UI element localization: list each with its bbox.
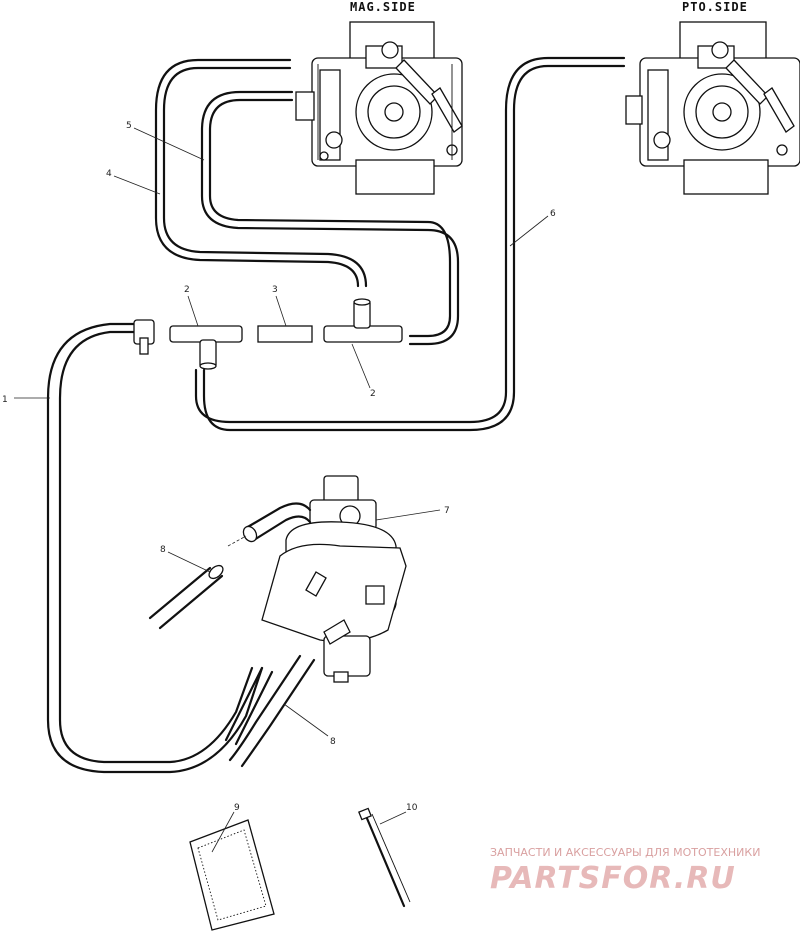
cable-tie: [358, 807, 411, 908]
callout-10: 10: [406, 803, 418, 813]
hose-8-lower: [224, 666, 264, 742]
tee-fitting-right: [323, 298, 403, 343]
callout-1: 1: [2, 395, 8, 405]
callout-7: 7: [444, 506, 450, 516]
callout-2-left: 2: [184, 285, 190, 295]
callout-3: 3: [272, 285, 278, 295]
hose-8-upper: [148, 566, 212, 620]
callout-8-upper: 8: [160, 545, 166, 555]
carburetor-pto-side: [625, 21, 800, 195]
hose-1: [46, 322, 264, 774]
callout-9: 9: [234, 803, 240, 813]
fuel-pump: [227, 475, 407, 683]
filter-pad: [189, 819, 275, 931]
hose-4: [154, 58, 360, 288]
hose-connector-3: [257, 325, 313, 343]
hose-5: [200, 90, 460, 346]
mag-side-label: MAG.SIDE: [350, 0, 416, 14]
leader-lines: [14, 127, 549, 853]
watermark-tagline: ЗАПЧАСТИ И АКСЕССУАРЫ ДЛЯ МОТОТЕХНИКИ: [490, 846, 760, 859]
callout-6: 6: [550, 209, 556, 219]
pto-side-label: PTO.SIDE: [682, 0, 748, 14]
hose-6: [194, 56, 626, 424]
watermark: ЗАПЧАСТИ И АКСЕССУАРЫ ДЛЯ МОТОТЕХНИКИ PA…: [490, 846, 760, 896]
callout-4: 4: [106, 169, 112, 179]
callout-8-lower: 8: [330, 737, 336, 747]
hose-clamp: [133, 319, 155, 355]
watermark-brand: PARTSFOR.RU: [490, 861, 736, 896]
callout-5: 5: [126, 121, 132, 131]
tee-fitting-left: [169, 325, 243, 370]
carburetor-mag-side: [295, 21, 463, 195]
callout-2-right: 2: [370, 389, 376, 399]
hoses: [46, 56, 626, 774]
